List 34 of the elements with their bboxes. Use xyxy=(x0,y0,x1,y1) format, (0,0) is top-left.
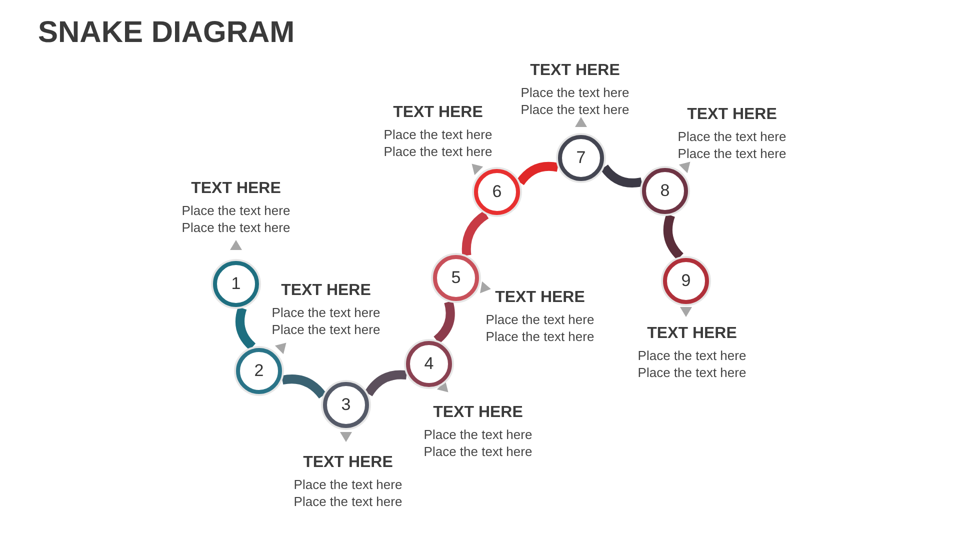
heading: TEXT HERE xyxy=(687,106,777,124)
description-text: Place the text here Place the text here xyxy=(270,304,382,338)
connector xyxy=(600,164,643,188)
heading: TEXT HERE xyxy=(530,62,620,80)
description-text: Place the text here Place the text here xyxy=(636,347,748,381)
numbered-circle: 4 xyxy=(406,341,452,387)
description-text: Place the text here Place the text here xyxy=(484,311,596,345)
numbered-circle: 2 xyxy=(236,348,282,394)
connector xyxy=(282,374,326,399)
numbered-circle: 3 xyxy=(323,382,369,428)
description-text: Place the text here Place the text here xyxy=(382,126,494,160)
heading: TEXT HERE xyxy=(647,325,737,343)
numbered-circle: 7 xyxy=(558,135,604,181)
numbered-circle: 9 xyxy=(663,258,709,304)
heading: TEXT HERE xyxy=(393,104,483,122)
numbered-circle: 5 xyxy=(433,255,479,301)
description-text: Place the text here Place the text here xyxy=(422,426,534,460)
heading: TEXT HERE xyxy=(281,282,371,300)
numbered-circle: 6 xyxy=(474,169,520,215)
numbered-circle: 1 xyxy=(213,261,259,307)
connector xyxy=(462,210,489,256)
heading: TEXT HERE xyxy=(303,454,393,472)
heading: TEXT HERE xyxy=(191,180,281,198)
description-text: Place the text here Place the text here xyxy=(676,128,788,162)
description-text: Place the text here Place the text here xyxy=(520,84,630,118)
connector xyxy=(663,214,684,260)
description-text: Place the text here Place the text here xyxy=(292,476,404,510)
description-text: Place the text here Place the text here xyxy=(180,202,292,236)
connector xyxy=(434,300,455,344)
heading: TEXT HERE xyxy=(495,289,585,307)
numbered-circle: 8 xyxy=(642,168,688,214)
connector xyxy=(236,306,256,350)
title: SNAKE DIAGRAM xyxy=(38,16,295,50)
heading: TEXT HERE xyxy=(433,404,523,422)
